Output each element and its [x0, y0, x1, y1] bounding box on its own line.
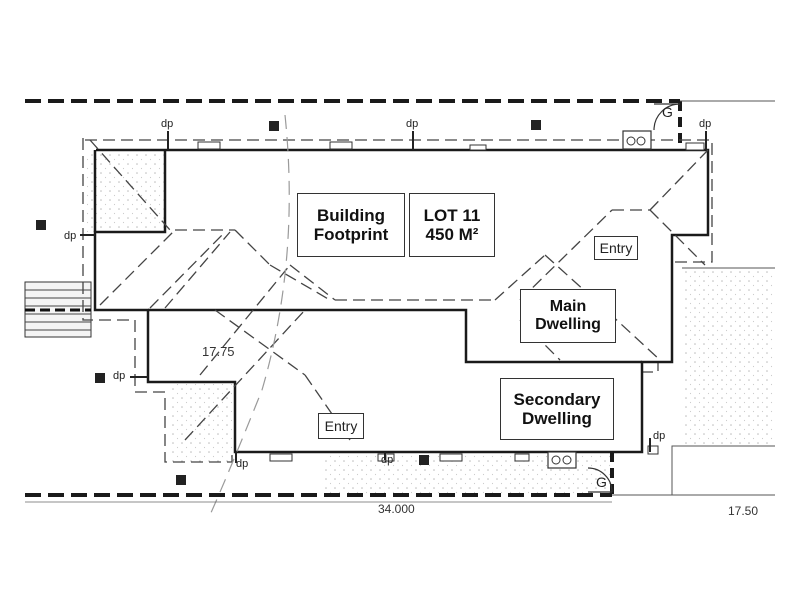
downpipe-label: dp [161, 118, 174, 130]
label-building-footprint-line2: Footprint [313, 225, 389, 244]
label-secondary-dwelling-line2: Dwelling [522, 409, 592, 428]
label-main-dwelling: Main Dwelling [520, 289, 616, 343]
downpipe-label: dp [381, 454, 394, 466]
downpipe-label: dp [64, 230, 77, 242]
downpipe-stubs [80, 131, 707, 463]
label-secondary-dwelling-line1: Secondary [513, 389, 601, 409]
label-building-footprint: Building Footprint [297, 193, 405, 257]
label-main-dwelling-line2: Dwelling [535, 316, 601, 333]
label-entry-secondary: Entry [318, 413, 364, 439]
paving-bottom-left [170, 384, 232, 464]
downpipe-label: dp [699, 118, 712, 130]
dimension-bottom-right: 17.50 [728, 504, 759, 518]
downpipe-label: dp [236, 458, 249, 470]
gate-swing-icon [653, 103, 681, 131]
stormwater-pits [36, 120, 541, 485]
label-building-footprint-line1: Building [317, 205, 385, 225]
downpipe-label: dp [406, 118, 419, 130]
paving-top-left [85, 152, 165, 232]
label-lot: LOT 11 450 M² [409, 193, 495, 257]
left-steps [24, 281, 92, 338]
ac-unit-top [622, 130, 652, 150]
dimension-bottom: 34.000 [378, 502, 415, 516]
dwelling-divider [148, 308, 642, 364]
paving-right [682, 268, 774, 446]
wall-fixtures [197, 141, 705, 462]
label-main-dwelling-line1: Main [549, 298, 587, 316]
downpipe-label: dp [653, 430, 666, 442]
label-secondary-dwelling: Secondary Dwelling [500, 378, 614, 440]
label-entry-main: Entry [594, 236, 638, 260]
easement-curve [209, 114, 290, 516]
gate-label-top: G [662, 104, 673, 120]
downpipe-label: dp [113, 370, 126, 382]
label-lot-number: LOT 11 [423, 205, 481, 225]
ac-unit-bottom [547, 451, 577, 469]
gate-label-bottom: G [596, 474, 607, 490]
neighbour-lot-bottom [671, 445, 775, 495]
dimension-inner: 17.75 [202, 344, 235, 359]
label-lot-area: 450 M² [425, 225, 479, 244]
gate-swing-icon [587, 467, 613, 493]
